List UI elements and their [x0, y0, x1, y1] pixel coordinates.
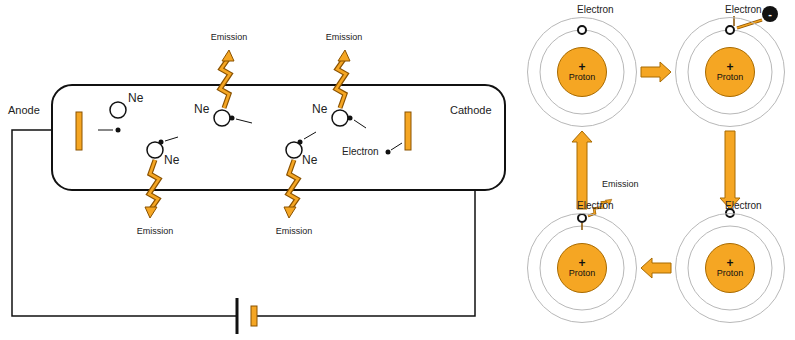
charge-sign: + [578, 257, 585, 269]
charge-sign: + [726, 61, 733, 73]
emission-label: Emission [276, 227, 313, 237]
emission-label: Emission [326, 33, 363, 43]
cycle-arrow [641, 258, 671, 278]
atom-label: Ne [164, 154, 179, 167]
emission-label: Emission [602, 180, 639, 190]
proton-circle: +Proton [557, 47, 607, 97]
proton-label: Proton [569, 73, 596, 83]
proton-circle: +Proton [705, 243, 755, 293]
charge-sign: + [578, 61, 585, 73]
atom-orbit: Electron+Proton [527, 17, 637, 127]
proton-circle: +Proton [557, 243, 607, 293]
proton-circle: +Proton [705, 47, 755, 97]
proton-label: Proton [717, 269, 744, 279]
charge-sign: - [768, 8, 772, 20]
atom-label: Ne [128, 92, 143, 105]
proton-label: Proton [569, 269, 596, 279]
cycle-arrow [720, 131, 740, 209]
electron-label: Electron [725, 4, 762, 15]
electron-label: Electron [577, 4, 614, 15]
emission-label: Emission [211, 33, 248, 43]
atom-label: Ne [194, 103, 209, 116]
cycle-arrow [641, 62, 671, 82]
electron-label: Electron [725, 200, 762, 211]
proton-label: Proton [717, 73, 744, 83]
electron-label: Electron [577, 200, 614, 211]
atom-orbit: Electron+Proton [527, 213, 637, 323]
charge-sign: + [726, 257, 733, 269]
emission-label: Emission [137, 227, 174, 237]
electrode-label: Cathode [450, 104, 492, 116]
cycle-arrow [572, 131, 592, 209]
atom-label: Ne [312, 103, 327, 116]
electron-label: Electron [342, 146, 379, 157]
electrode-label: Anode [8, 104, 40, 116]
atom-orbit: Electron+Proton [675, 17, 785, 127]
atom-label: Ne [302, 154, 317, 167]
atom-orbit: Electron+Proton [675, 213, 785, 323]
